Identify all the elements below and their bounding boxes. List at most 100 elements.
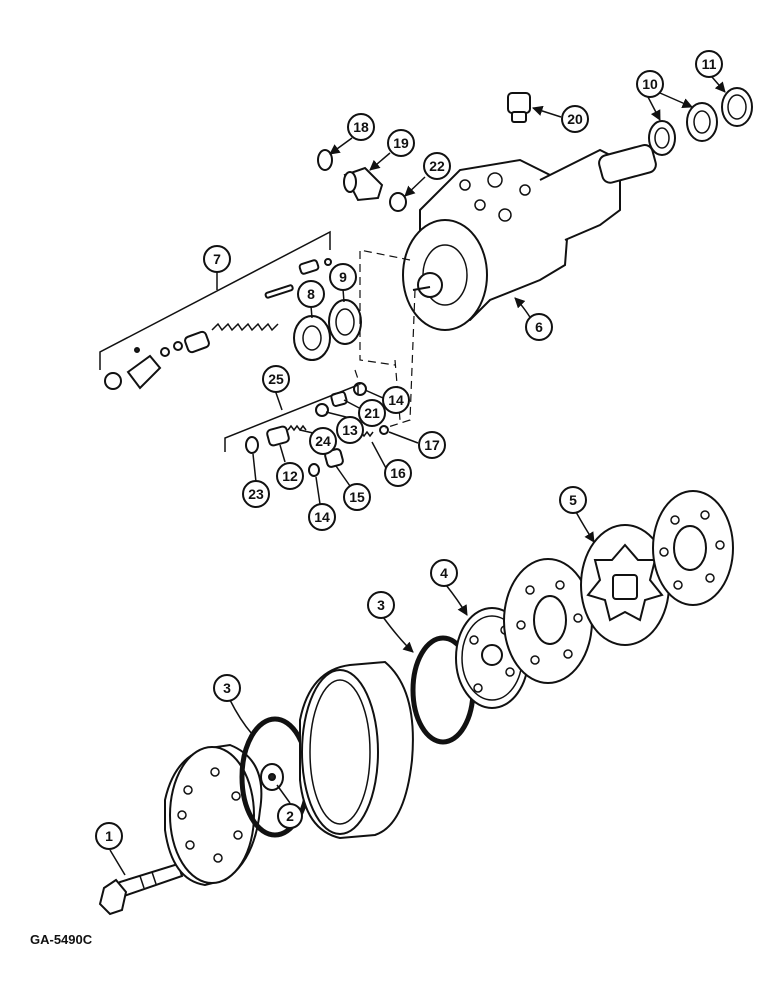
callout-25: 25 [262,365,290,393]
callout-20: 20 [561,105,589,133]
spool-assembly-part [104,258,332,390]
leader-14b [315,476,321,505]
callout-2: 2 [277,803,303,829]
callout-10: 10 [636,70,664,98]
svg-text:8: 8 [307,286,315,302]
alignment-line [359,249,411,366]
callout-19: 19 [387,129,415,157]
leader-14a [364,389,384,399]
leader-23 [252,453,257,483]
leader-24 [299,429,314,434]
svg-text:25: 25 [268,371,284,387]
figure-code: GA-5490C [30,932,93,947]
leader-12 [279,444,286,463]
alignment-line [354,369,361,386]
svg-text:10: 10 [642,76,658,92]
callout-4: 4 [430,559,458,587]
leader-15 [335,465,351,487]
svg-text:12: 12 [282,468,298,484]
callout-14-upper: 14 [382,386,410,414]
bearings-part [648,102,718,156]
callout-24: 24 [309,427,337,455]
relief-valve-part [343,166,384,202]
wear-plate-part [652,490,734,606]
svg-text:20: 20 [567,111,583,127]
callout-8: 8 [297,280,325,308]
alignment-line [384,289,416,429]
small-o-ring-part [317,149,333,171]
svg-text:24: 24 [315,433,331,449]
svg-text:6: 6 [535,319,543,335]
callout-16: 16 [384,459,412,487]
group-7-bracket [99,230,331,370]
callout-9: 9 [329,263,357,291]
group-25-bracket [224,383,359,452]
seal-9-part [328,299,362,345]
callout-3-right: 3 [367,591,395,619]
svg-text:22: 22 [429,158,445,174]
nut-part [389,192,407,212]
leader-20 [532,105,562,118]
sleeve-part [299,660,414,840]
svg-text:19: 19 [393,135,409,151]
svg-text:9: 9 [339,269,347,285]
svg-text:7: 7 [213,251,221,267]
leader-11 [711,76,726,93]
check-valve-assembly-part [245,382,389,477]
leader-22 [404,176,426,197]
leader-18 [329,137,353,155]
leader-5 [575,511,595,543]
callout-17: 17 [418,431,446,459]
callout-15: 15 [343,483,371,511]
svg-text:1: 1 [105,828,113,844]
leader-9 [342,288,345,303]
bolt-part [98,862,184,916]
leader-10b [659,92,693,109]
svg-text:3: 3 [377,597,385,613]
callout-1: 1 [95,822,123,850]
valve-housing-part [402,144,657,331]
callout-21: 21 [358,399,386,427]
svg-text:14: 14 [314,509,330,525]
leader-3a [229,699,253,735]
leader-2 [276,784,291,804]
svg-text:16: 16 [390,465,406,481]
callout-18: 18 [347,113,375,141]
callout-11: 11 [695,50,723,78]
leader-1 [109,849,126,876]
leader-3b [382,616,414,653]
svg-text:13: 13 [342,422,358,438]
end-cap-part [164,743,263,887]
svg-text:18: 18 [353,119,369,135]
svg-text:14: 14 [388,392,404,408]
svg-text:15: 15 [349,489,365,505]
seal-ring-part [721,87,753,127]
callout-5: 5 [559,486,587,514]
callout-14-lower: 14 [308,503,336,531]
svg-text:23: 23 [248,486,264,502]
leader-19 [369,152,391,171]
svg-text:5: 5 [569,492,577,508]
callout-22: 22 [423,152,451,180]
callout-6: 6 [525,313,553,341]
svg-text:4: 4 [440,565,448,581]
callout-13: 13 [336,416,364,444]
callout-3-left: 3 [213,674,241,702]
svg-text:11: 11 [702,56,717,72]
svg-text:3: 3 [223,680,231,696]
manifold-plate-part [503,558,593,684]
callout-12: 12 [276,462,304,490]
leader-17 [388,431,419,444]
plug-part [507,92,531,123]
leader-25 [274,389,283,411]
bearing-8-part [293,315,331,361]
leader-4 [445,584,468,616]
svg-text:21: 21 [364,405,380,421]
leader-16 [371,441,388,471]
leader-8 [310,305,313,319]
leader-10a [647,96,661,121]
callout-23: 23 [242,480,270,508]
svg-text:2: 2 [286,808,294,824]
gerotor-part [580,524,670,646]
svg-text:17: 17 [424,437,440,453]
